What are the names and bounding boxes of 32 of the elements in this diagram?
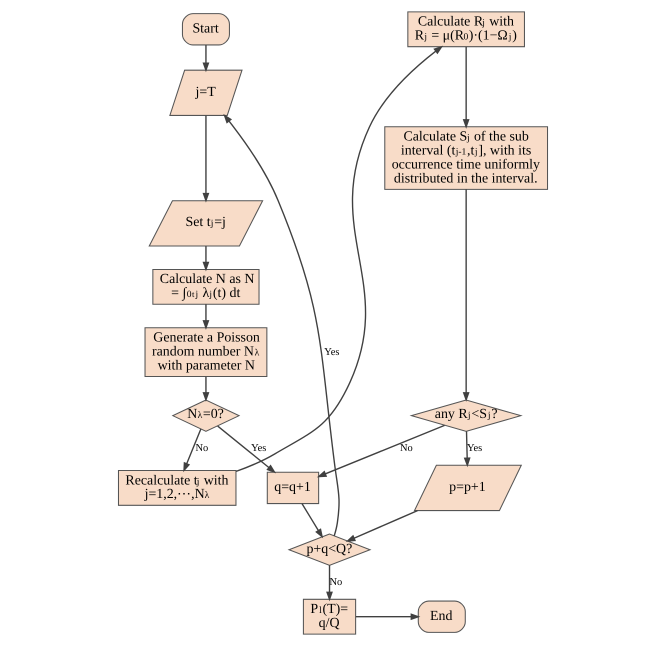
node-box: Calculate Rj with Rj = μ(R0)·(1−Ωj): [406, 11, 524, 48]
node-box: Recalculate tj with j=1,2,⋯,Nλ: [117, 470, 236, 506]
edge-label: No: [400, 443, 412, 454]
edge-label: No: [195, 443, 208, 454]
arrow: [462, 190, 470, 402]
node-diamond: Nλ=0?: [171, 399, 240, 432]
arrow: [316, 424, 444, 478]
arrow: [202, 376, 209, 402]
arrow: [355, 613, 420, 620]
arrow: [326, 565, 332, 602]
node-box: q=q+1: [266, 472, 319, 504]
arrow: [202, 116, 209, 203]
arrow: [202, 304, 209, 330]
node-box: Pl(T)= q/Q: [302, 598, 356, 635]
edge-label: Yes: [324, 346, 339, 358]
arrow: [222, 114, 340, 536]
node-box: Start: [181, 13, 230, 46]
node-box: Calculate Sj of the sub interval (tj-1,tj], with its occurrence time uniformly distributed in the interval.: [384, 126, 548, 190]
arrow: [216, 426, 276, 474]
edge-label: Yes: [250, 443, 266, 454]
arrow: [235, 46, 443, 472]
arrow: [462, 46, 470, 129]
arrow: [300, 503, 323, 538]
arrow: [202, 45, 209, 72]
node-diamond: any Rj<Sj?: [409, 399, 522, 432]
arrow: [182, 428, 201, 472]
node-box: Calculate N as N = ∫0tj λj(t) dt: [152, 268, 260, 305]
arrow: [202, 246, 209, 272]
node-box: End: [417, 600, 466, 633]
node-box: Generate a Poisson random number Nλ with parameter N: [144, 327, 267, 378]
arrow: [345, 510, 418, 542]
arrow: [463, 431, 470, 468]
